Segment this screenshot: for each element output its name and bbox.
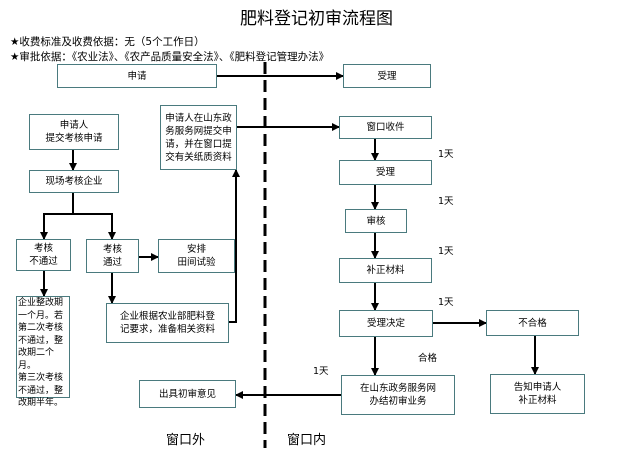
duration-label-4: 1天: [438, 297, 454, 308]
decision-box: 受理决定: [339, 310, 433, 337]
branch-inspect-pass: [73, 213, 116, 240]
basis-note: ★审批依据：《农业法》、《农产品质量安全法》、《肥料登记管理办法》: [10, 51, 330, 63]
duration-label-1: 1天: [438, 149, 454, 160]
branch-inspect: [40, 193, 74, 240]
accept-top-box: 受理: [343, 64, 431, 88]
applicant-submit-box: 申请人 提交考核申请: [29, 114, 119, 150]
duration-label-5: 1天: [313, 366, 329, 377]
qualified-label: 合格: [418, 353, 438, 364]
fail-box: 考核 不通过: [16, 239, 71, 271]
window-receive-box: 窗口收件: [339, 116, 432, 139]
online-apply-box: 申请人在山东政 务服务网提交申 请，并在窗口提 交有关纸质资料: [160, 105, 237, 170]
prepare-box: 企业根据农业部肥料登 记要求，准备相关资料: [106, 303, 229, 343]
issue-opinion-box: 出具初审意见: [139, 380, 236, 408]
duration-label-3: 1天: [438, 246, 454, 257]
pass-box: 考核 通过: [86, 239, 139, 273]
rectify-box: 企业整改期 一个月。若 第二次考核 不通过，整 改期二个月。 第三次考核 不通过…: [16, 296, 70, 408]
unqualified-box: 不合格: [486, 310, 579, 336]
arrange-box: 安排 田间试验: [158, 239, 235, 273]
inside-window-label: 窗口内: [287, 433, 327, 448]
duration-label-2: 1天: [438, 196, 454, 207]
diagram-title: 肥料登记初审流程图: [240, 9, 393, 29]
fee-note: ★收费标准及收费依据：无（5个工作日）: [10, 36, 205, 48]
outside-window-label: 窗口外: [166, 433, 206, 448]
review-box: 审核: [345, 209, 407, 233]
arrow-prepare-to-online: [229, 169, 240, 323]
field-inspect-box: 现场考核企业: [29, 170, 119, 193]
accept2-box: 受理: [339, 160, 432, 185]
supplement-box: 补正材料: [339, 258, 432, 283]
apply-box: 申请: [57, 64, 217, 88]
online-process-box: 在山东政务服务网 办结初审业务: [341, 375, 455, 415]
notify-box: 告知申请人 补正材料: [490, 374, 585, 414]
